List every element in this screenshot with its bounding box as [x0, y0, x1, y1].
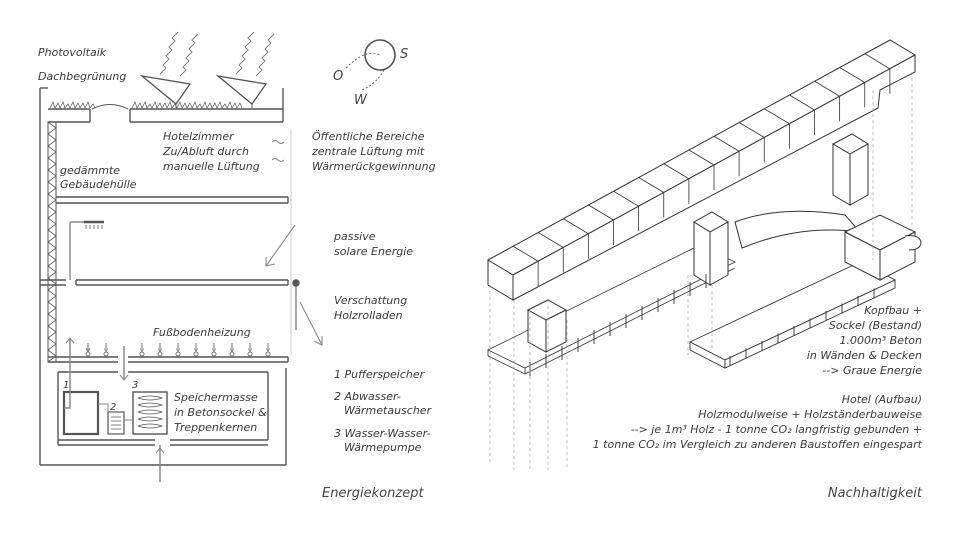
- compass-o: O: [333, 69, 343, 84]
- buffer-tank: [62, 390, 100, 436]
- label-hotelzimmer-3: manuelle Lüftung: [163, 160, 260, 173]
- label-kopfbau-5: --> Graue Energie: [822, 364, 922, 377]
- label-hotel-3: --> je 1m³ Holz - 1 tonne CO₂ langfristi…: [631, 423, 922, 436]
- label-speicher-1: Speichermasse: [174, 391, 258, 404]
- legend-2b: Wärmetauscher: [344, 404, 433, 417]
- heat-exchanger: [107, 411, 125, 435]
- label-hotelzimmer-1: Hotelzimmer: [163, 130, 235, 143]
- label-oeffentlich-1: Öffentliche Bereiche: [312, 130, 425, 143]
- label-kopfbau-2: Sockel (Bestand): [829, 319, 922, 332]
- label-huelle-2: Gebäudehülle: [60, 178, 137, 191]
- label-num-1: 1: [63, 380, 69, 391]
- sun-rays: [159, 31, 275, 77]
- label-speicher-2: in Betonsockel &: [174, 406, 267, 419]
- pv-panel-2: [215, 74, 268, 105]
- label-oeffentlich-3: Wärmerückgewinnung: [312, 160, 436, 173]
- label-kopfbau-3: 1.000m³ Beton: [840, 334, 922, 347]
- legend-3a: 3 Wasser-Wasser-: [334, 427, 431, 440]
- label-num-2: 2: [110, 402, 116, 413]
- legend-3b: Wärmepumpe: [344, 441, 422, 454]
- label-dachbegruenung: Dachbegrünung: [38, 70, 126, 83]
- label-hotel-1: Hotel (Aufbau): [842, 393, 922, 406]
- legend-1: 1 Pufferspeicher: [334, 368, 426, 381]
- label-passiv-1: passive: [333, 230, 376, 243]
- energy-arrows: [65, 224, 323, 482]
- label-passiv-2: solare Energie: [334, 245, 413, 258]
- label-hotelzimmer-2: Zu/Abluft durch: [162, 145, 249, 158]
- label-hotel-2: Holzmodulweise + Holzständerbauweise: [698, 408, 922, 421]
- pv-panel-1: [139, 74, 192, 105]
- title-nachhaltigkeit: Nachhaltigkeit: [828, 486, 923, 501]
- label-photovoltaik: Photovoltaik: [38, 46, 107, 59]
- label-fussbodenheizung: Fußbodenheizung: [153, 326, 251, 339]
- ventilation-icon: [271, 140, 285, 162]
- sustain-labels: Kopfbau + Sockel (Bestand) 1.000m³ Beton…: [593, 304, 923, 501]
- label-num-3: 3: [132, 380, 138, 391]
- label-kopfbau-1: Kopfbau +: [864, 304, 922, 317]
- label-kopfbau-4: in Wänden & Decken: [807, 349, 922, 362]
- label-huelle-1: gedämmte: [60, 164, 120, 177]
- sustain-axonometric: [486, 39, 922, 470]
- green-roof: [49, 101, 243, 109]
- legend-2a: 2 Abwasser-: [334, 390, 401, 403]
- label-oeffentlich-2: zentrale Lüftung mit: [311, 145, 425, 158]
- compass-s: S: [400, 47, 408, 62]
- compass-w: W: [354, 93, 368, 108]
- label-speicher-3: Treppenkernen: [174, 421, 257, 434]
- heat-pump: [132, 391, 168, 435]
- insulation-strip: [47, 121, 57, 363]
- shade-roller: [292, 279, 300, 287]
- label-verschattung-2: Holzrolladen: [334, 309, 403, 322]
- compass-icon: [345, 39, 396, 91]
- label-verschattung-1: Verschattung: [334, 294, 407, 307]
- label-hotel-4: 1 tonne CO₂ im Vergleich zu anderen Baus…: [593, 438, 923, 451]
- title-energiekonzept: Energiekonzept: [322, 486, 424, 501]
- energy-section-drawing: [39, 31, 300, 482]
